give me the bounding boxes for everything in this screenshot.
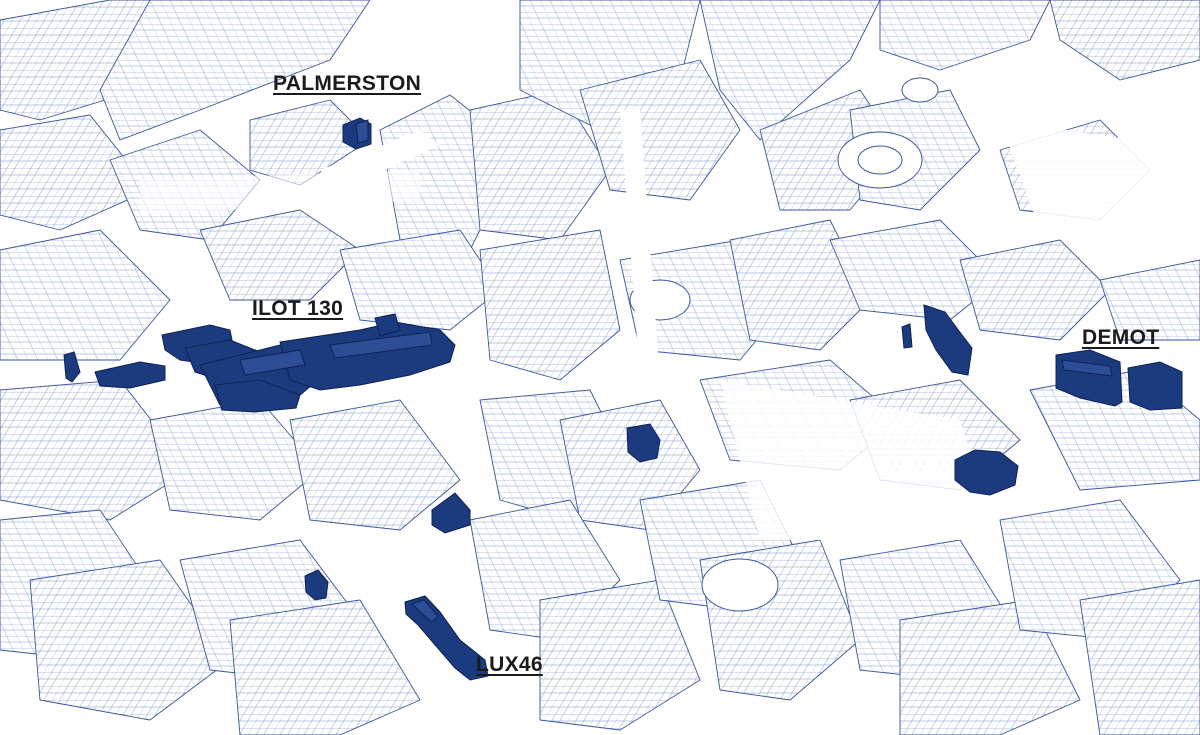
label-ilot-130: ILOT 130 <box>252 297 344 320</box>
east-center-building <box>901 304 973 376</box>
southwest-building <box>304 569 329 601</box>
streets <box>140 110 1200 540</box>
label-lux46: LUX46 <box>476 653 543 676</box>
east-lower-building <box>954 449 1019 496</box>
highlighted-buildings <box>63 117 1183 681</box>
demot-building <box>1055 349 1183 411</box>
landmark-structures <box>629 77 939 612</box>
label-demot: DEMOT <box>1082 326 1160 349</box>
lux46-building <box>404 595 489 681</box>
central-building <box>626 423 661 463</box>
palmerston-building <box>342 117 372 150</box>
ilot-130-building <box>161 313 456 413</box>
label-palmerston: PALMERSTON <box>273 72 422 95</box>
west-building <box>63 351 166 389</box>
south-building <box>431 492 471 534</box>
